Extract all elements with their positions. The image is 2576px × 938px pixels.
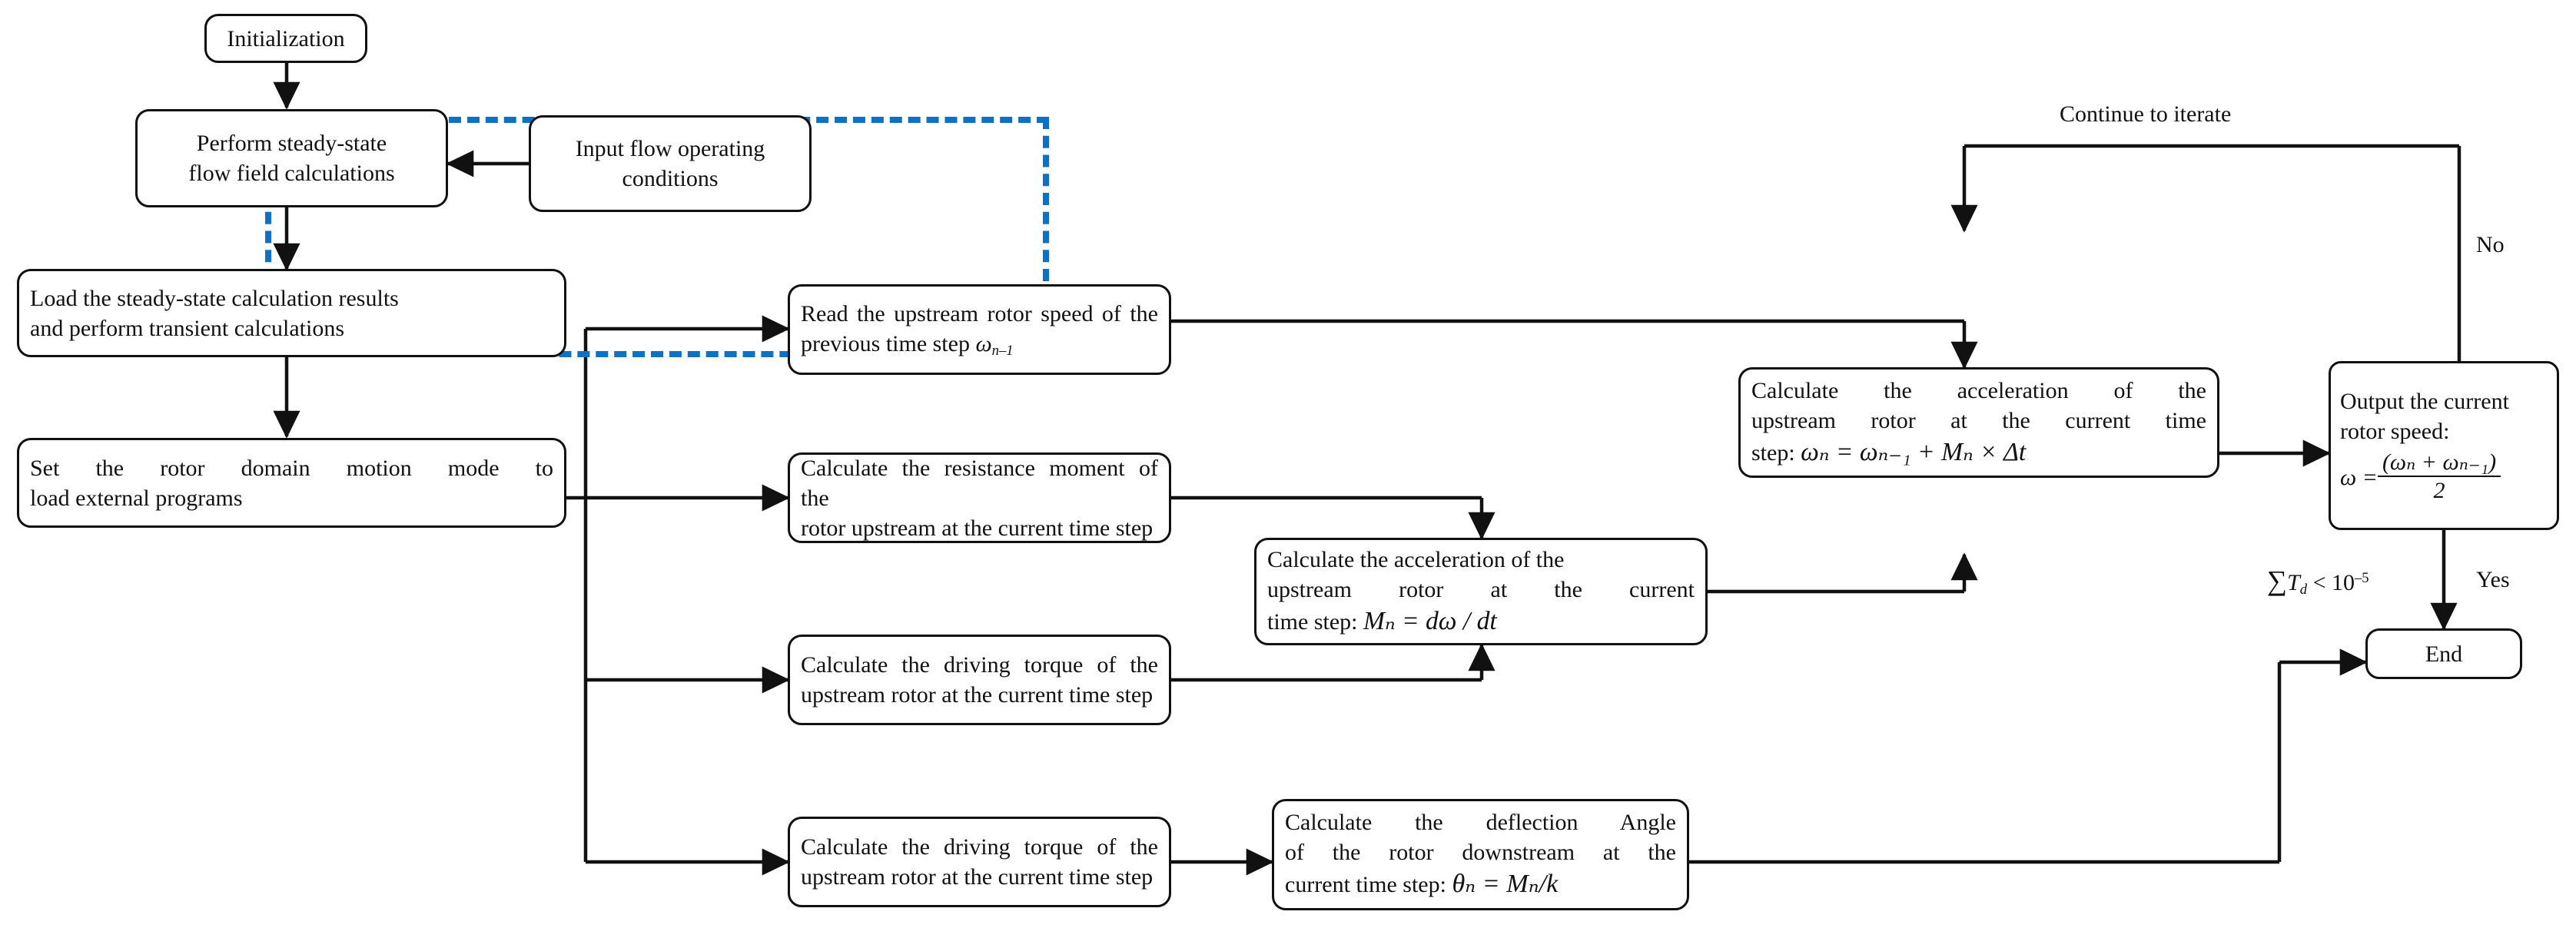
node-read-upstream-rotor-speed-line1: Read the upstream rotor speed of the	[801, 300, 1158, 326]
node-accel-omega-formula: ωₙ = ωₙ₋₁ + Mₙ × Δt	[1801, 438, 2027, 467]
node-accel-M-equation-line2: upstream rotor at the current	[1267, 577, 1695, 603]
node-accel-omega-equation[interactable]: Calculate the acceleration of the upstre…	[1738, 367, 2219, 478]
edge-label-yes: Yes	[2476, 567, 2510, 592]
node-resistance-moment[interactable]: Calculate the resistance moment of the r…	[788, 452, 1171, 543]
node-deflection-angle-line1: Calculate the deflection Angle	[1285, 810, 1676, 836]
node-output-rotor-speed-denominator: 2	[2433, 478, 2445, 504]
edge-label-no: No	[2476, 232, 2505, 257]
edge-label-continue-to-iterate: Continue to iterate	[2060, 101, 2232, 127]
node-driving-torque-upstream-mid-line1: Calculate the driving torque of the	[801, 652, 1158, 678]
node-output-rotor-speed-fraction: (ωₙ + ωₙ₋₁) 2	[2377, 449, 2501, 505]
torque-symbol: T	[2287, 570, 2300, 595]
torque-subscript: d	[2299, 582, 2308, 598]
node-output-rotor-speed-line1: Output the current	[2340, 388, 2509, 414]
sigma-symbol: ∑	[2267, 565, 2288, 596]
node-set-rotor-domain-motion-line1: Set the rotor domain motion mode to	[30, 455, 553, 481]
node-accel-M-equation[interactable]: Calculate the acceleration of the upstre…	[1254, 538, 1708, 645]
node-driving-torque-upstream-bottom[interactable]: Calculate the driving torque of the upst…	[788, 817, 1171, 907]
node-perform-steady-state[interactable]: Perform steady-state flow field calculat…	[135, 109, 448, 207]
node-driving-torque-upstream-bottom-line2: upstream rotor at the current time step	[801, 864, 1154, 890]
node-accel-omega-equation-line2: upstream rotor at the current time	[1751, 408, 2206, 434]
node-output-rotor-speed-eq-lhs: ω =	[2340, 464, 2378, 490]
node-input-flow-conditions-line2: conditions	[622, 166, 719, 191]
node-set-rotor-domain-motion-line2: load external programs	[30, 485, 243, 511]
node-deflection-angle-formula: θₙ = Mₙ/k	[1452, 870, 1559, 899]
node-accel-M-equation-line1: Calculate the acceleration of the	[1267, 547, 1565, 573]
node-read-upstream-rotor-speed[interactable]: Read the upstream rotor speed of the pre…	[788, 284, 1171, 375]
omega-subscript: n–1	[991, 343, 1014, 360]
node-accel-M-formula: Mₙ = dω / dt	[1363, 607, 1497, 636]
node-deflection-angle-line2: of the rotor downstream at the	[1285, 840, 1676, 866]
node-input-flow-conditions[interactable]: Input flow operating conditions	[529, 115, 812, 212]
node-initialization[interactable]: Initialization	[204, 14, 367, 63]
node-driving-torque-upstream-mid[interactable]: Calculate the driving torque of the upst…	[788, 635, 1171, 725]
edge-label-convergence-criterion: ∑Td < 10–5	[2267, 564, 2369, 598]
node-input-flow-conditions-line1: Input flow operating	[575, 136, 765, 161]
node-perform-steady-state-line1: Perform steady-state	[196, 131, 387, 156]
node-resistance-moment-line1: Calculate the resistance moment of the	[801, 455, 1158, 511]
node-accel-M-equation-line3-prefix: time step:	[1267, 609, 1363, 635]
node-output-rotor-speed-line2: rotor speed:	[2340, 418, 2450, 444]
convergence-relation: < 10	[2307, 570, 2355, 595]
node-end-label: End	[2425, 641, 2463, 667]
node-load-steady-state-results[interactable]: Load the steady-state calculation result…	[17, 269, 566, 357]
omega-symbol: ω	[975, 330, 992, 356]
convergence-exponent: –5	[2354, 569, 2369, 586]
node-resistance-moment-line2: rotor upstream at the current time step	[801, 515, 1154, 541]
node-read-upstream-rotor-speed-line2: previous time step	[801, 330, 976, 356]
node-deflection-angle-line3-prefix: current time step:	[1285, 872, 1452, 898]
node-output-rotor-speed-numerator: (ωₙ + ωₙ₋₁)	[2377, 449, 2501, 478]
node-driving-torque-upstream-mid-line2: upstream rotor at the current time step	[801, 682, 1154, 708]
node-load-steady-state-results-line1: Load the steady-state calculation result…	[30, 285, 399, 311]
node-perform-steady-state-line2: flow field calculations	[188, 161, 395, 186]
node-set-rotor-domain-motion[interactable]: Set the rotor domain motion mode to load…	[17, 438, 566, 528]
node-accel-omega-equation-line3-prefix: step:	[1751, 440, 1801, 466]
node-load-steady-state-results-line2: and perform transient calculations	[30, 315, 345, 341]
node-output-rotor-speed[interactable]: Output the current rotor speed: ω = (ωₙ …	[2329, 361, 2559, 530]
node-accel-omega-equation-line1: Calculate the acceleration of the	[1751, 378, 2206, 404]
node-end[interactable]: End	[2365, 628, 2522, 679]
node-deflection-angle[interactable]: Calculate the deflection Angle of the ro…	[1272, 799, 1689, 910]
node-initialization-label: Initialization	[227, 25, 345, 51]
node-driving-torque-upstream-bottom-line1: Calculate the driving torque of the	[801, 834, 1158, 860]
